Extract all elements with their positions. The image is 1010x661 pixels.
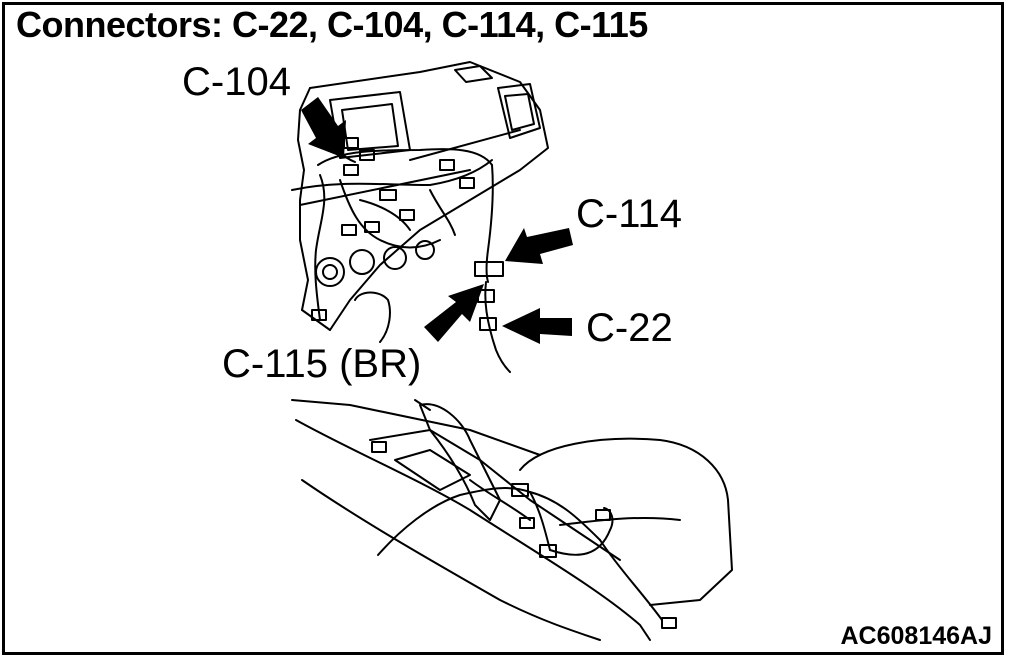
callout-label-c22: C-22: [586, 306, 673, 350]
callout-arrows: [301, 97, 573, 344]
dash-harness: [291, 134, 511, 373]
callout-label-c104: C-104: [182, 60, 291, 104]
arrow-c114: [505, 228, 573, 264]
console-harness: [371, 441, 677, 629]
arrow-c115: [424, 284, 484, 342]
center-console: [291, 399, 733, 641]
dash-connectors: [311, 137, 504, 331]
diagram-title: Connectors: C-22, C-104, C-114, C-115: [16, 4, 648, 45]
arrow-c22: [502, 308, 572, 344]
callout-label-c115: C-115 (BR): [222, 342, 422, 386]
callout-label-c114: C-114: [576, 192, 682, 236]
figure-code: AC608146AJ: [840, 622, 993, 650]
arrow-c104: [301, 97, 346, 158]
instrument-panel: [297, 61, 549, 343]
